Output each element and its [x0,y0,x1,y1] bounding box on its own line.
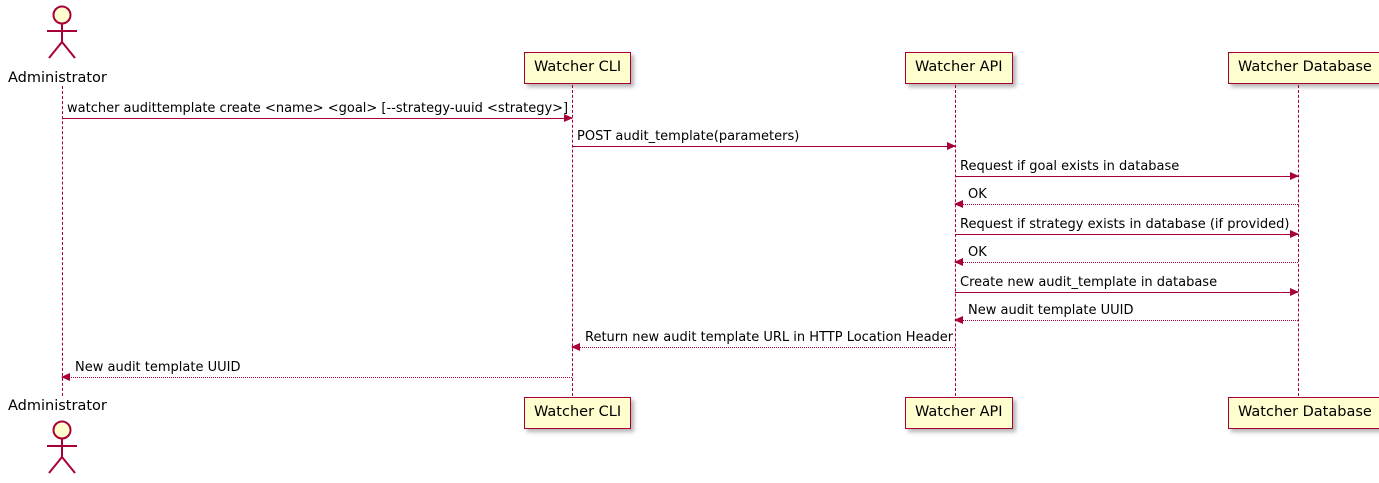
message-9-label: Return new audit template URL in HTTP Lo… [585,330,954,345]
arrowhead-left-icon [61,372,70,381]
arrowhead-left-icon [954,257,963,266]
arrowhead-left-icon [954,315,963,324]
participant-watcher-database-bottom[interactable]: Watcher Database [1228,397,1379,429]
arrowhead-left-icon [954,199,963,208]
actor-administrator-bottom-label: Administrator [8,398,107,414]
message-7-line [955,292,1298,293]
participant-watcher-api-top[interactable]: Watcher API [905,52,1013,84]
message-7-label: Create new audit_template in database [960,275,1218,290]
participant-watcher-cli-bottom[interactable]: Watcher CLI [524,397,632,429]
message-10-label: New audit template UUID [75,360,241,375]
participant-watcher-api-bottom[interactable]: Watcher API [905,397,1013,429]
arrowhead-right-icon [947,141,956,150]
actor-administrator-bottom [36,419,88,475]
arrowhead-right-icon [1290,229,1299,238]
participant-watcher-cli-top[interactable]: Watcher CLI [524,52,632,84]
message-5-line [955,234,1298,235]
message-4-line [955,204,1298,205]
message-8-label: New audit template UUID [968,303,1134,318]
message-2-label: POST audit_template(parameters) [577,129,800,144]
lifeline-watcher-cli [572,85,573,396]
arrowhead-right-icon [1290,171,1299,180]
message-1-label: watcher audittemplate create <name> <goa… [67,101,569,116]
message-10-line [62,377,572,378]
arrowhead-left-icon [571,342,580,351]
message-3-line [955,176,1298,177]
message-4-label: OK [968,187,987,202]
lifeline-watcher-database [1298,85,1299,396]
arrowhead-right-icon [1290,287,1299,296]
message-1-line [62,118,572,119]
message-3-label: Request if goal exists in database [960,159,1180,174]
message-6-label: OK [968,245,987,260]
message-8-line [955,320,1298,321]
lifeline-watcher-api [955,85,956,396]
message-9-line [572,347,955,348]
arrowhead-right-icon [564,113,573,122]
lifeline-administrator [62,86,63,396]
actor-administrator-top [36,4,88,60]
message-6-line [955,262,1298,263]
actor-administrator-top-label: Administrator [8,70,107,86]
participant-watcher-database-top[interactable]: Watcher Database [1228,52,1379,84]
message-2-line [572,146,955,147]
message-5-label: Request if strategy exists in database (… [960,217,1290,232]
